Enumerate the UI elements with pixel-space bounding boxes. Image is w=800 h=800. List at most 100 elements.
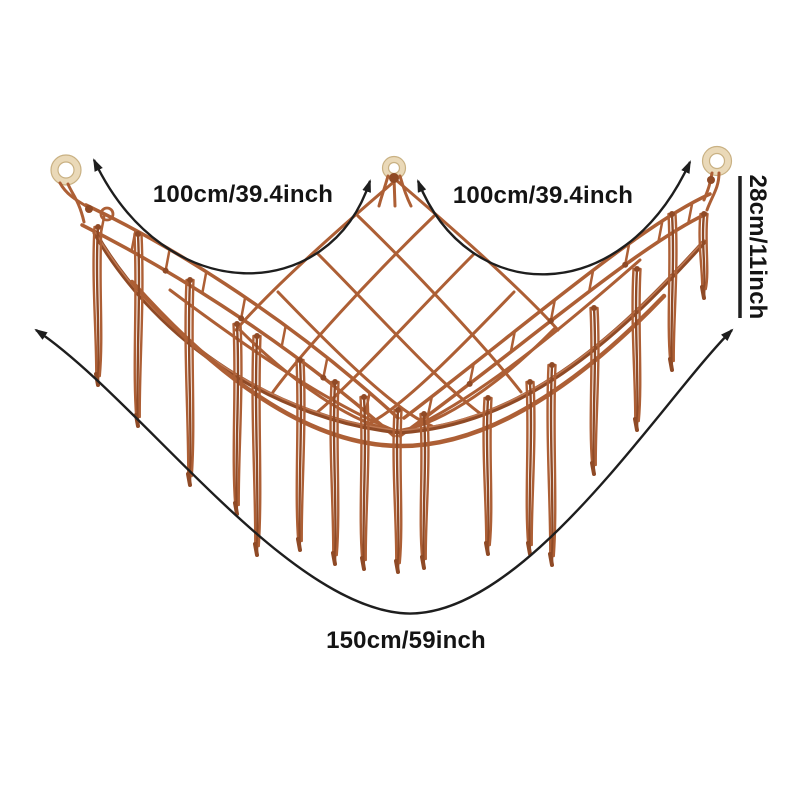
net-rope	[398, 174, 413, 208]
net-rope	[587, 268, 595, 293]
net-rope	[672, 212, 678, 363]
net-rope	[670, 212, 675, 370]
net-rope	[168, 288, 400, 434]
net-rope	[296, 537, 302, 552]
net-rope	[237, 322, 243, 507]
net-knot	[389, 173, 399, 183]
dimension-label-top-right: 100cm/39.4inch	[452, 182, 634, 209]
net-rope	[362, 395, 367, 569]
net-rope	[133, 232, 138, 419]
net-knot	[547, 317, 554, 324]
net-rope	[700, 285, 706, 300]
net-rope	[394, 178, 560, 332]
net-knot	[238, 315, 245, 322]
net-rope	[633, 417, 639, 432]
net-rope	[589, 306, 594, 467]
net-rope	[704, 212, 709, 291]
net-rope	[316, 252, 483, 416]
net-knot	[466, 380, 473, 387]
net-rope	[184, 278, 190, 478]
net-knot	[234, 321, 240, 327]
net-rope	[331, 551, 337, 566]
net-rope	[701, 212, 706, 298]
net-rope	[98, 225, 103, 378]
net-rope	[364, 395, 370, 562]
net-rope	[356, 214, 523, 394]
net-knot	[297, 357, 303, 363]
net-rope	[488, 396, 493, 547]
net-knot	[421, 411, 427, 417]
net-rope	[377, 174, 390, 208]
net-rope	[526, 541, 532, 556]
net-rope	[392, 408, 398, 565]
net-rope	[468, 362, 475, 386]
net-rope	[419, 412, 424, 561]
net-rope	[668, 357, 674, 372]
net-rope	[322, 356, 329, 379]
net-knot	[527, 379, 533, 385]
net-rope	[362, 290, 516, 428]
net-rope	[398, 408, 403, 565]
macrame-net	[58, 171, 721, 574]
net-rope	[187, 278, 192, 485]
net-rope	[164, 248, 171, 272]
net-rope	[360, 556, 366, 571]
net-rope	[84, 203, 400, 420]
net-rope	[637, 267, 642, 423]
net-rope	[420, 555, 426, 570]
net-rope	[359, 395, 364, 562]
net-rope	[552, 363, 557, 558]
net-rope	[548, 552, 554, 567]
net-rope	[329, 380, 335, 557]
net-rope	[482, 396, 488, 547]
net-knot	[701, 211, 707, 217]
net-rope	[667, 212, 672, 363]
net-rope	[590, 461, 596, 476]
net-rope	[238, 328, 394, 432]
net-rope	[58, 181, 88, 208]
net-rope	[525, 380, 530, 547]
net-rope	[402, 192, 712, 420]
net-rope	[201, 270, 208, 295]
net-knot	[187, 277, 193, 283]
net-rope	[254, 334, 259, 555]
net-rope	[332, 380, 337, 564]
net-rope	[528, 380, 533, 554]
net-rope	[394, 559, 400, 574]
net-knot	[361, 394, 367, 400]
net-knot	[135, 231, 141, 237]
net-knot	[622, 261, 629, 268]
net-rope	[549, 298, 557, 323]
net-rope	[705, 171, 721, 212]
dimension-label-side-height: 28cm/11inch	[744, 174, 771, 320]
net-knot	[85, 205, 93, 213]
arrow-top-right-span	[416, 160, 692, 276]
net-rope	[253, 542, 259, 557]
arrow-top-left-span	[92, 158, 372, 275]
net-rope	[484, 541, 490, 556]
net-rope	[424, 412, 430, 561]
net-knot	[162, 267, 169, 274]
net-rope	[592, 306, 597, 474]
net-knot	[549, 362, 555, 368]
net-rope	[634, 267, 639, 430]
net-rope	[549, 363, 554, 565]
net-rope	[623, 242, 631, 267]
net-rope	[657, 219, 664, 243]
dimension-label-bottom: 150cm/59inch	[326, 627, 486, 654]
net-rope	[186, 472, 192, 487]
net-rope	[251, 334, 257, 548]
net-rope	[530, 380, 536, 547]
net-rope	[138, 232, 144, 419]
net-rope	[95, 225, 100, 385]
net-rope	[295, 358, 300, 543]
net-rope	[280, 324, 287, 348]
net-knot	[707, 176, 715, 184]
net-rope	[594, 306, 600, 467]
net-rope	[422, 412, 427, 568]
net-rope	[66, 182, 86, 224]
net-rope	[335, 380, 340, 557]
net-loop	[99, 206, 115, 222]
net-rope	[190, 278, 195, 478]
